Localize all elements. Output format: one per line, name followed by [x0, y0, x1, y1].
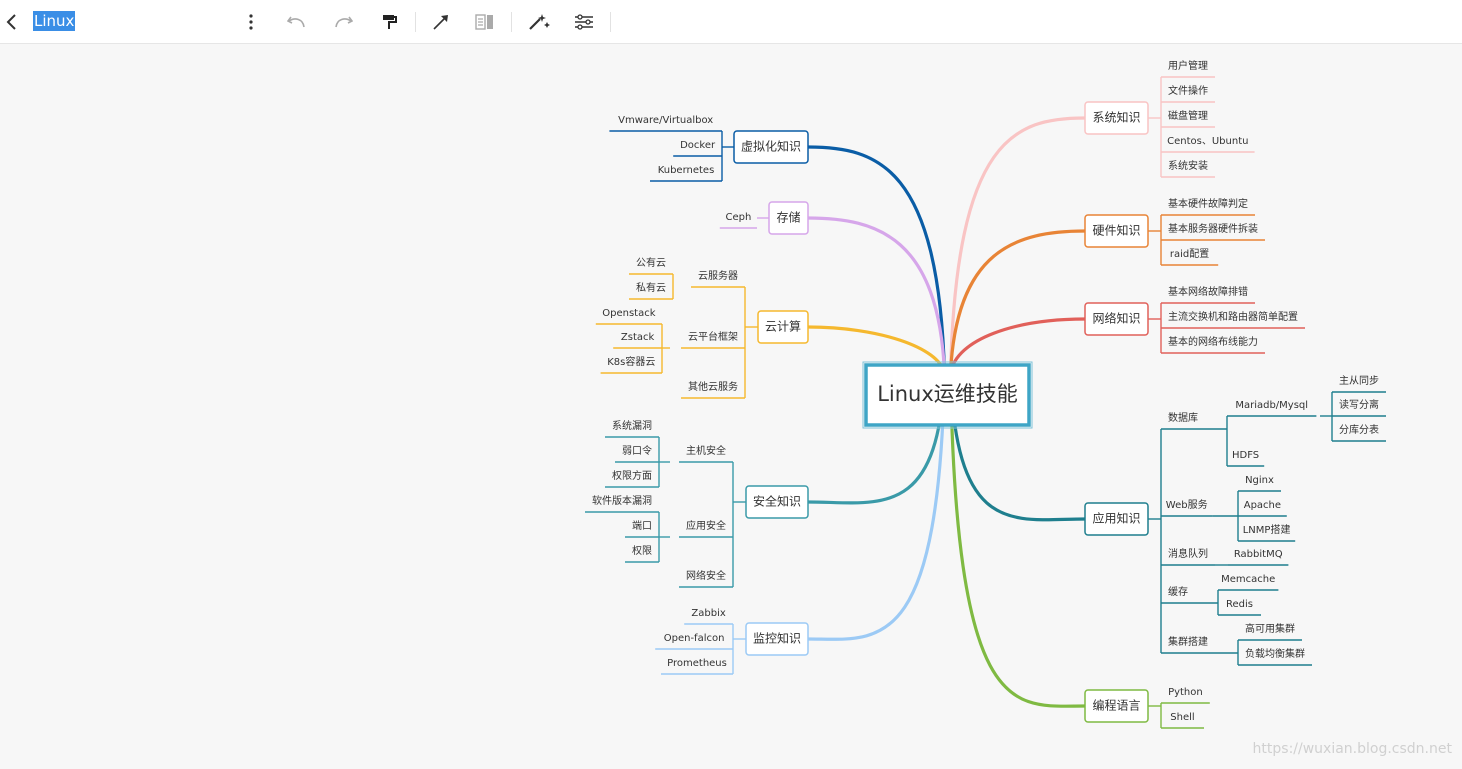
summary-icon[interactable] — [473, 0, 497, 44]
sub-node[interactable]: 数据库 — [1168, 411, 1198, 424]
branch-network-label[interactable]: 网络知识 — [1092, 311, 1140, 326]
leaf-node[interactable]: Kubernetes — [658, 165, 715, 176]
sub-node[interactable]: 其他云服务 — [688, 380, 738, 393]
back-arrow-icon[interactable] — [0, 0, 22, 44]
sub-node[interactable]: 主机安全 — [686, 444, 726, 457]
leaf-node[interactable]: Vmware/Virtualbox — [618, 115, 713, 126]
leaf-node[interactable]: 基本的网络布线能力 — [1168, 335, 1258, 348]
structure-settings-icon[interactable] — [572, 0, 596, 44]
redo-icon[interactable] — [331, 0, 355, 44]
watermark: https://wuxian.blog.csdn.net — [1252, 741, 1452, 757]
branch-application-label[interactable]: 应用知识 — [1092, 511, 1140, 526]
branch-cloud-label[interactable]: 云计算 — [765, 319, 801, 334]
leaf-node[interactable]: 系统安装 — [1168, 159, 1208, 172]
leaf-node[interactable]: 基本硬件故障判定 — [1168, 197, 1248, 210]
leaf-node[interactable]: 权限方面 — [612, 469, 652, 482]
sub-node[interactable]: 云服务器 — [698, 269, 738, 282]
document-title[interactable]: Linux — [33, 11, 76, 31]
branch-programming-label[interactable]: 编程语言 — [1092, 698, 1140, 713]
leaf-node[interactable]: 弱口令 — [622, 444, 652, 457]
sub-node[interactable]: 云平台框架 — [688, 330, 738, 343]
branch-system[interactable] — [1084, 101, 1149, 135]
leaf-node[interactable]: Openstack — [602, 308, 655, 319]
magic-wand-icon[interactable] — [526, 0, 552, 44]
leaf-node[interactable]: LNMP搭建 — [1243, 523, 1291, 536]
undo-icon[interactable] — [285, 0, 309, 44]
format-painter-icon[interactable] — [377, 0, 401, 44]
leaf-node[interactable]: 系统漏洞 — [612, 419, 652, 432]
leaf-node[interactable]: 磁盘管理 — [1168, 109, 1208, 122]
sub-node[interactable]: 消息队列 — [1168, 547, 1208, 560]
main-branch-curve — [948, 116, 1086, 374]
leaf-node[interactable]: 基本网络故障排错 — [1168, 285, 1248, 298]
leaf-node[interactable]: Apache — [1244, 500, 1281, 511]
leaf-node[interactable]: 文件操作 — [1168, 84, 1208, 97]
leaf-node[interactable]: Docker — [680, 140, 716, 151]
leaf-node[interactable]: 用户管理 — [1168, 59, 1208, 72]
root-node-outline — [862, 361, 1033, 429]
branch-cloud[interactable] — [757, 310, 809, 344]
toolbar: Linux — [0, 0, 1462, 44]
branch-hardware-label[interactable]: 硬件知识 — [1092, 224, 1140, 238]
root-node-label[interactable]: Linux运维技能 — [877, 382, 1018, 406]
sub-node[interactable]: Web服务 — [1166, 498, 1208, 511]
branch-network[interactable] — [1084, 302, 1149, 336]
main-branch-curve — [807, 216, 947, 374]
leaf-node[interactable]: Python — [1168, 687, 1203, 698]
leaf-node[interactable]: 私有云 — [636, 281, 666, 294]
leaf-node[interactable]: 公有云 — [636, 256, 666, 269]
leaf-node[interactable]: Open-falcon — [664, 633, 725, 644]
branch-virtualization[interactable] — [733, 130, 809, 164]
leaf-node[interactable]: 负载均衡集群 — [1245, 647, 1305, 660]
branch-monitoring[interactable] — [745, 622, 809, 656]
connect-line-icon[interactable] — [429, 0, 453, 44]
leaf-node[interactable]: raid配置 — [1170, 248, 1209, 260]
sub-node[interactable]: 缓存 — [1168, 585, 1188, 598]
branch-system-label[interactable]: 系统知识 — [1092, 111, 1140, 125]
main-branch-curve — [807, 145, 947, 374]
leaf-node[interactable]: Zabbix — [691, 608, 725, 619]
more-vertical-icon[interactable] — [240, 0, 262, 44]
branch-programming[interactable] — [1084, 689, 1149, 723]
leaf-node[interactable]: 高可用集群 — [1245, 622, 1295, 635]
root-node[interactable] — [864, 363, 1031, 427]
leaf-node[interactable]: 软件版本漏洞 — [592, 494, 652, 507]
main-branch-curve — [948, 229, 1086, 374]
leaf-node[interactable]: K8s容器云 — [607, 355, 655, 368]
leaf-node[interactable]: 主流交换机和路由器简单配置 — [1168, 310, 1298, 323]
mindmap: Linux运维技能 虚拟化知识 Vmware/VirtualboxDockerKub… — [585, 59, 1386, 729]
branch-storage[interactable] — [768, 201, 809, 235]
leaf-node[interactable]: Ceph — [725, 212, 751, 223]
main-branch-curve — [807, 372, 947, 641]
branch-security-label[interactable]: 安全知识 — [753, 494, 801, 509]
branch-virtualization-label[interactable]: 虚拟化知识 — [741, 140, 801, 154]
main-branch-curve — [948, 372, 1086, 708]
leaf-node[interactable]: 读写分离 — [1339, 398, 1379, 411]
leaf-node[interactable]: Shell — [1170, 712, 1194, 723]
leaf-node[interactable]: 基本服务器硬件拆装 — [1168, 222, 1258, 235]
leaf-node[interactable]: 主从同步 — [1339, 375, 1379, 387]
leaf-node[interactable]: Memcache — [1221, 574, 1275, 585]
leaf-node[interactable]: HDFS — [1232, 450, 1259, 461]
sub-node[interactable]: 应用安全 — [686, 519, 726, 532]
sub-node[interactable]: Mariadb/Mysql — [1235, 400, 1308, 411]
leaf-node[interactable]: 分库分表 — [1339, 423, 1379, 436]
branch-hardware[interactable] — [1084, 214, 1149, 248]
leaf-node[interactable]: RabbitMQ — [1234, 549, 1283, 560]
sub-node[interactable]: 网络安全 — [686, 569, 726, 582]
branch-application[interactable] — [1084, 502, 1149, 536]
leaf-node[interactable]: Nginx — [1245, 475, 1274, 486]
leaf-node[interactable]: Redis — [1226, 599, 1253, 610]
leaf-node[interactable]: 端口 — [632, 519, 652, 532]
leaf-node[interactable]: Zstack — [621, 332, 655, 343]
branch-security[interactable] — [745, 485, 809, 519]
sub-node[interactable]: 集群搭建 — [1168, 635, 1208, 648]
branch-monitoring-label[interactable]: 监控知识 — [753, 632, 801, 646]
leaf-node[interactable]: Centos、Ubuntu — [1167, 136, 1248, 147]
leaf-node[interactable]: 权限 — [632, 544, 652, 557]
branch-storage-label[interactable]: 存储 — [776, 210, 800, 225]
leaf-node[interactable]: Prometheus — [667, 658, 727, 669]
